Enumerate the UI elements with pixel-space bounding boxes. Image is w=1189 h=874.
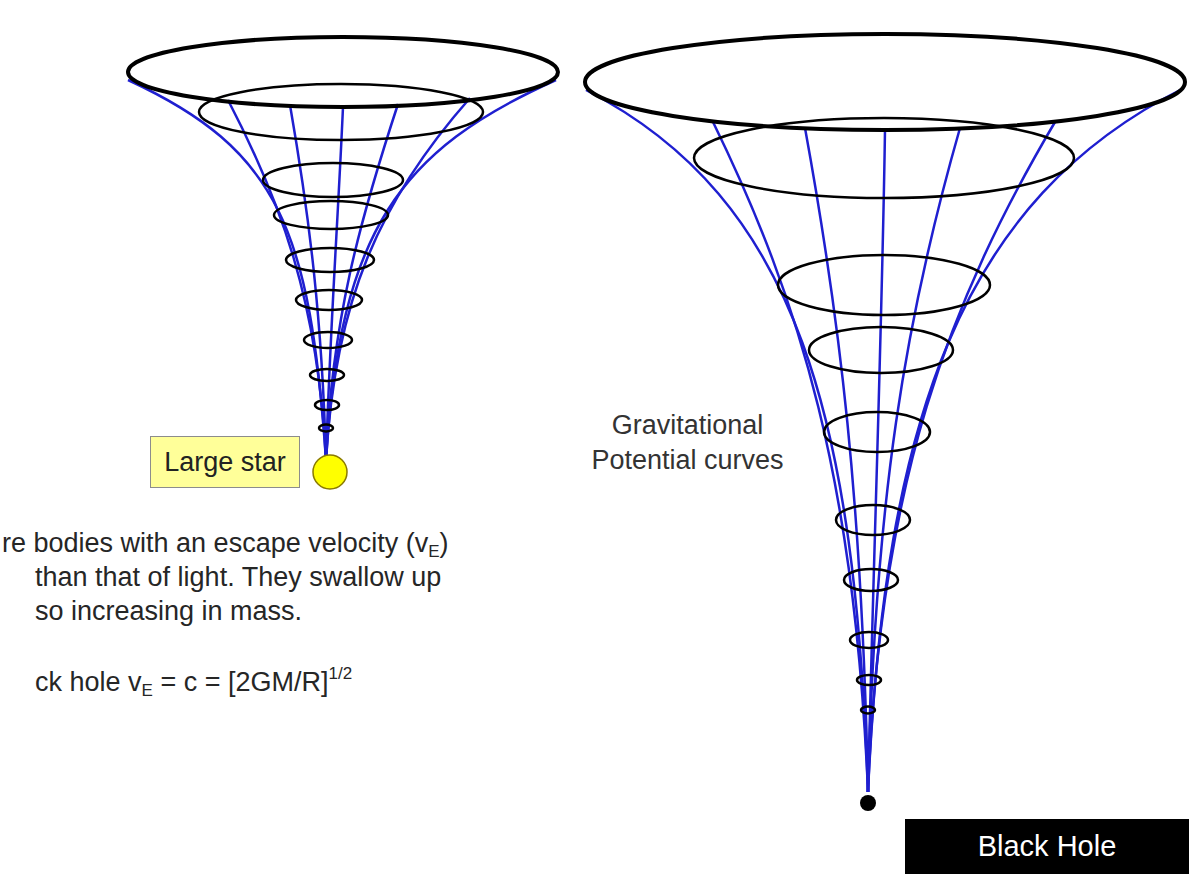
body-text: ck hole v bbox=[35, 667, 142, 697]
body-text: = c = [2GM/R] bbox=[153, 667, 329, 697]
node-label: Large star bbox=[164, 447, 286, 478]
caption-note: Gravitational Potential curves bbox=[591, 410, 783, 475]
subscript: E bbox=[428, 542, 439, 561]
potential-curves bbox=[128, 80, 1184, 792]
text-line: than that of light. They swallow up bbox=[35, 562, 441, 593]
text-line: so increasing in mass. bbox=[35, 596, 302, 627]
text-line: ck hole vE = c = [2GM/R]1/2 bbox=[35, 664, 352, 701]
body-text: re bodies with an escape velocity (v bbox=[2, 528, 428, 558]
body-text: so increasing in mass. bbox=[35, 596, 302, 626]
star-label-box: Large star bbox=[150, 436, 300, 488]
black-hole-box: Black Hole bbox=[905, 819, 1189, 874]
node-label: Black Hole bbox=[978, 830, 1117, 863]
text-line: re bodies with an escape velocity (vE) bbox=[2, 528, 449, 562]
body-text: than that of light. They swallow up bbox=[35, 562, 441, 592]
superscript: 1/2 bbox=[328, 664, 352, 683]
black-hole-point bbox=[860, 795, 876, 811]
body-text: ) bbox=[440, 528, 449, 558]
star-body bbox=[313, 455, 347, 489]
subscript: E bbox=[142, 681, 153, 700]
